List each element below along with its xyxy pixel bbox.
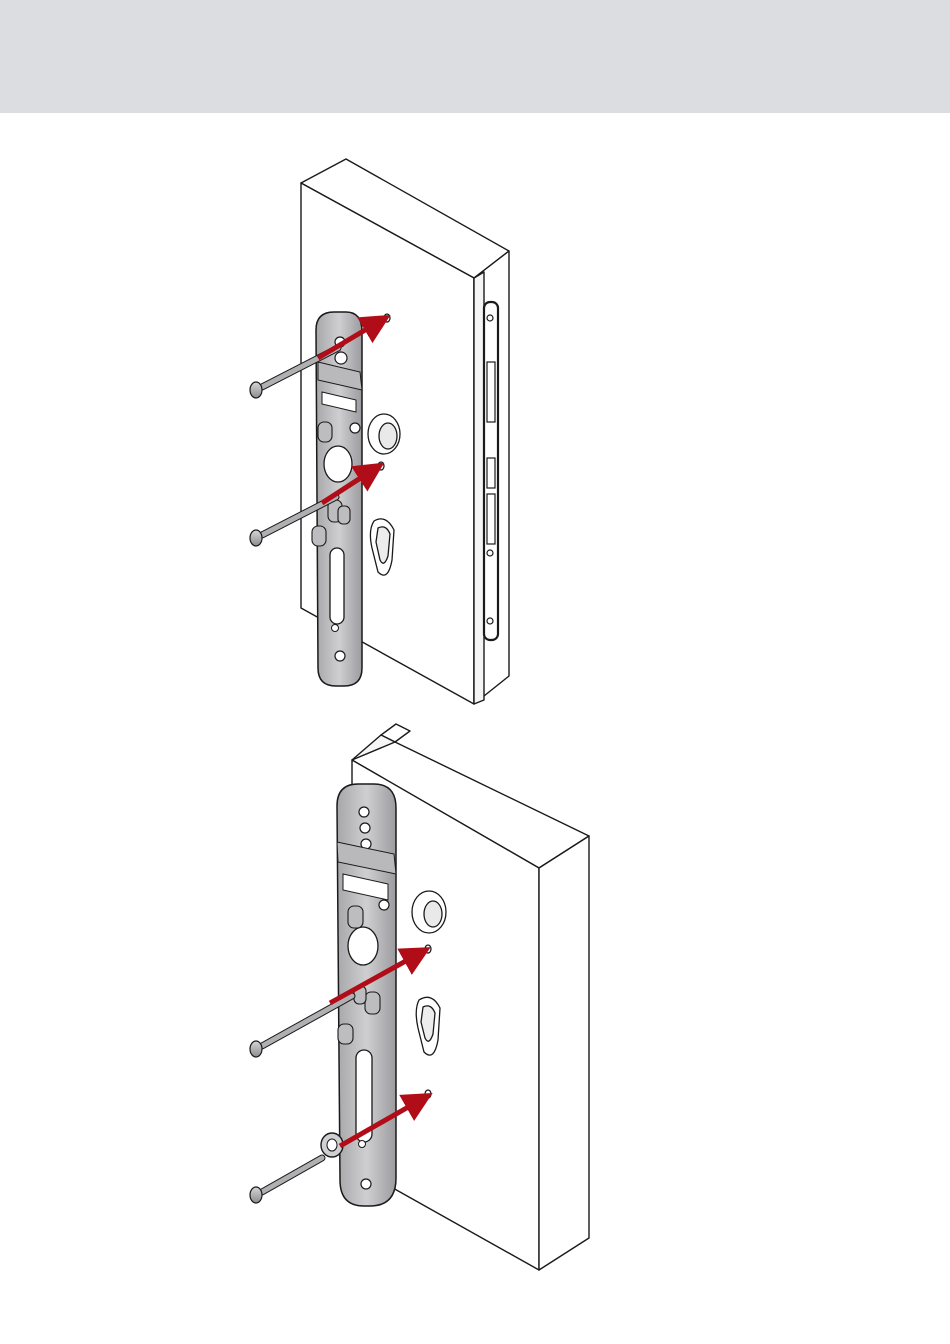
figure-1	[250, 159, 509, 704]
figure-2	[250, 724, 589, 1270]
screw-2b	[250, 1158, 322, 1203]
backplate-2	[321, 784, 396, 1206]
screw-2a	[250, 996, 352, 1057]
lock-faceplate-1	[484, 302, 498, 640]
